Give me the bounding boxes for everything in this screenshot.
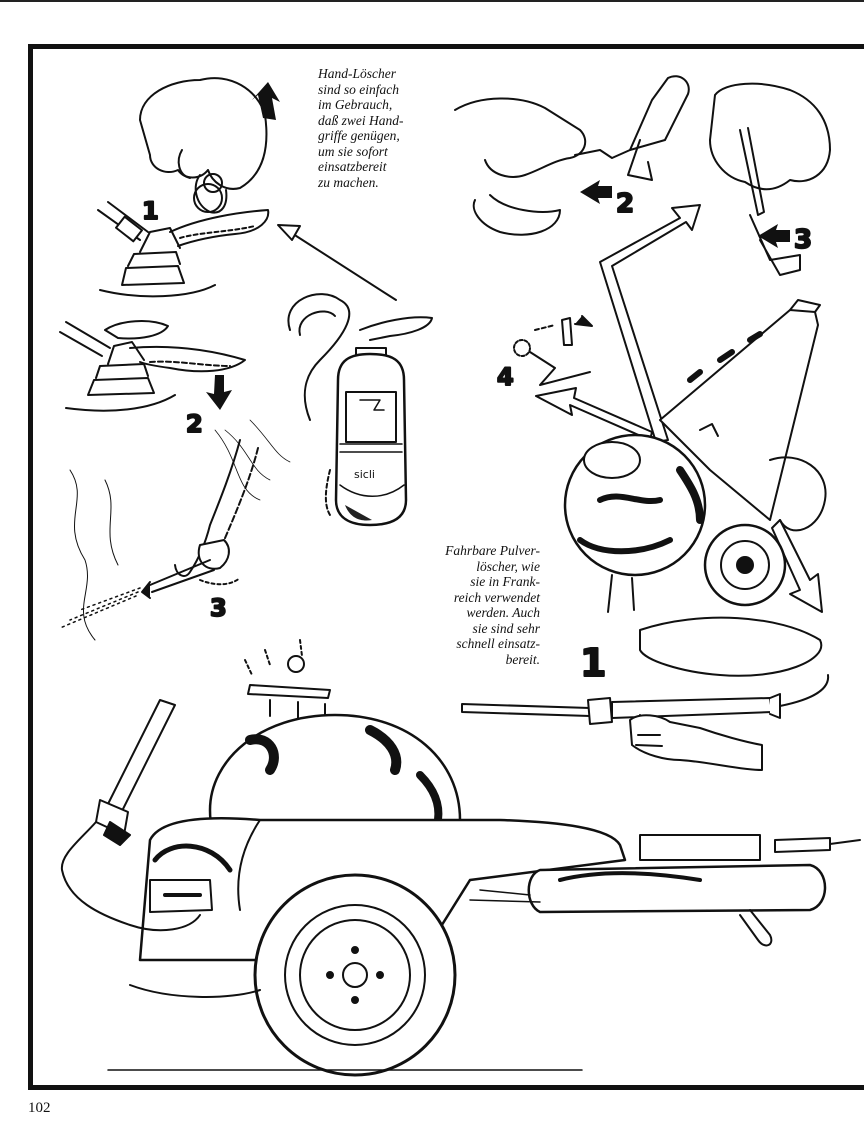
step-number-cart-4: 4 bbox=[497, 363, 514, 391]
step-number-hand-3: 3 bbox=[210, 594, 227, 622]
caption-line: griffe genügen, bbox=[318, 128, 400, 143]
outline-arrow-down bbox=[771, 519, 823, 613]
hand-step2-valve bbox=[59, 320, 246, 412]
nozzle-hand bbox=[461, 674, 830, 771]
hand-step1-hand bbox=[139, 77, 268, 214]
cart-step3-hand bbox=[709, 82, 831, 276]
step-number-hand-2: 2 bbox=[186, 410, 203, 438]
caption-line: zu machen. bbox=[318, 174, 379, 190]
caption-line: Hand-Löscher bbox=[318, 66, 396, 81]
left-arrow-icon bbox=[580, 180, 612, 204]
caption-line: werden. Auch bbox=[466, 605, 541, 620]
caption-line: daß zwei Hand- bbox=[318, 112, 404, 128]
cart-step2-hand bbox=[454, 75, 690, 236]
caption-line: schnell einsatz- bbox=[456, 636, 540, 651]
extinguisher-brand-label: sicli bbox=[354, 468, 375, 481]
caption-line: reich verwendet bbox=[453, 589, 540, 605]
cart-extinguisher bbox=[563, 299, 827, 677]
up-arrow-icon bbox=[252, 82, 280, 120]
caption-line: sie in Frank- bbox=[470, 574, 540, 589]
down-arrow-icon bbox=[206, 375, 232, 410]
background-hatching bbox=[214, 419, 291, 501]
pointer-arrow-to-step1 bbox=[277, 224, 397, 301]
extinguisher-valve-top bbox=[97, 201, 270, 298]
caption-line: einsatzbereit bbox=[318, 159, 387, 174]
caption-line: sie sind sehr bbox=[472, 620, 541, 636]
trailer-unit bbox=[60, 639, 861, 1077]
cart-step4-detail bbox=[513, 315, 593, 386]
step-number-cart-2: 2 bbox=[616, 189, 634, 219]
caption-line: um sie sofort bbox=[318, 143, 388, 159]
caption-line: löscher, wie bbox=[476, 558, 540, 574]
hand-extinguisher-caption: Hand-Löscher sind so einfach im Gebrauch… bbox=[318, 66, 404, 190]
outline-arrow-left bbox=[535, 387, 653, 441]
wheeled-extinguisher-caption: Fahrbare Pulver- löscher, wie sie in Fra… bbox=[400, 543, 540, 667]
step-number-cart-1: 1 bbox=[580, 641, 606, 685]
top-rule bbox=[0, 0, 864, 2]
caption-line: sind so einfach bbox=[318, 81, 399, 97]
left-arrow-icon-2 bbox=[758, 224, 790, 248]
caption-line: im Gebrauch, bbox=[318, 97, 393, 112]
step-number-hand-1: 1 bbox=[142, 197, 159, 225]
caption-line: bereit. bbox=[505, 651, 540, 667]
page-number: 102 bbox=[28, 1100, 51, 1116]
caption-line: Fahrbare Pulver- bbox=[445, 543, 540, 558]
step-number-cart-3: 3 bbox=[794, 225, 812, 255]
hand-extinguisher bbox=[287, 293, 433, 527]
illustration-frame bbox=[28, 44, 864, 1090]
hand-step3-spray bbox=[59, 439, 259, 641]
